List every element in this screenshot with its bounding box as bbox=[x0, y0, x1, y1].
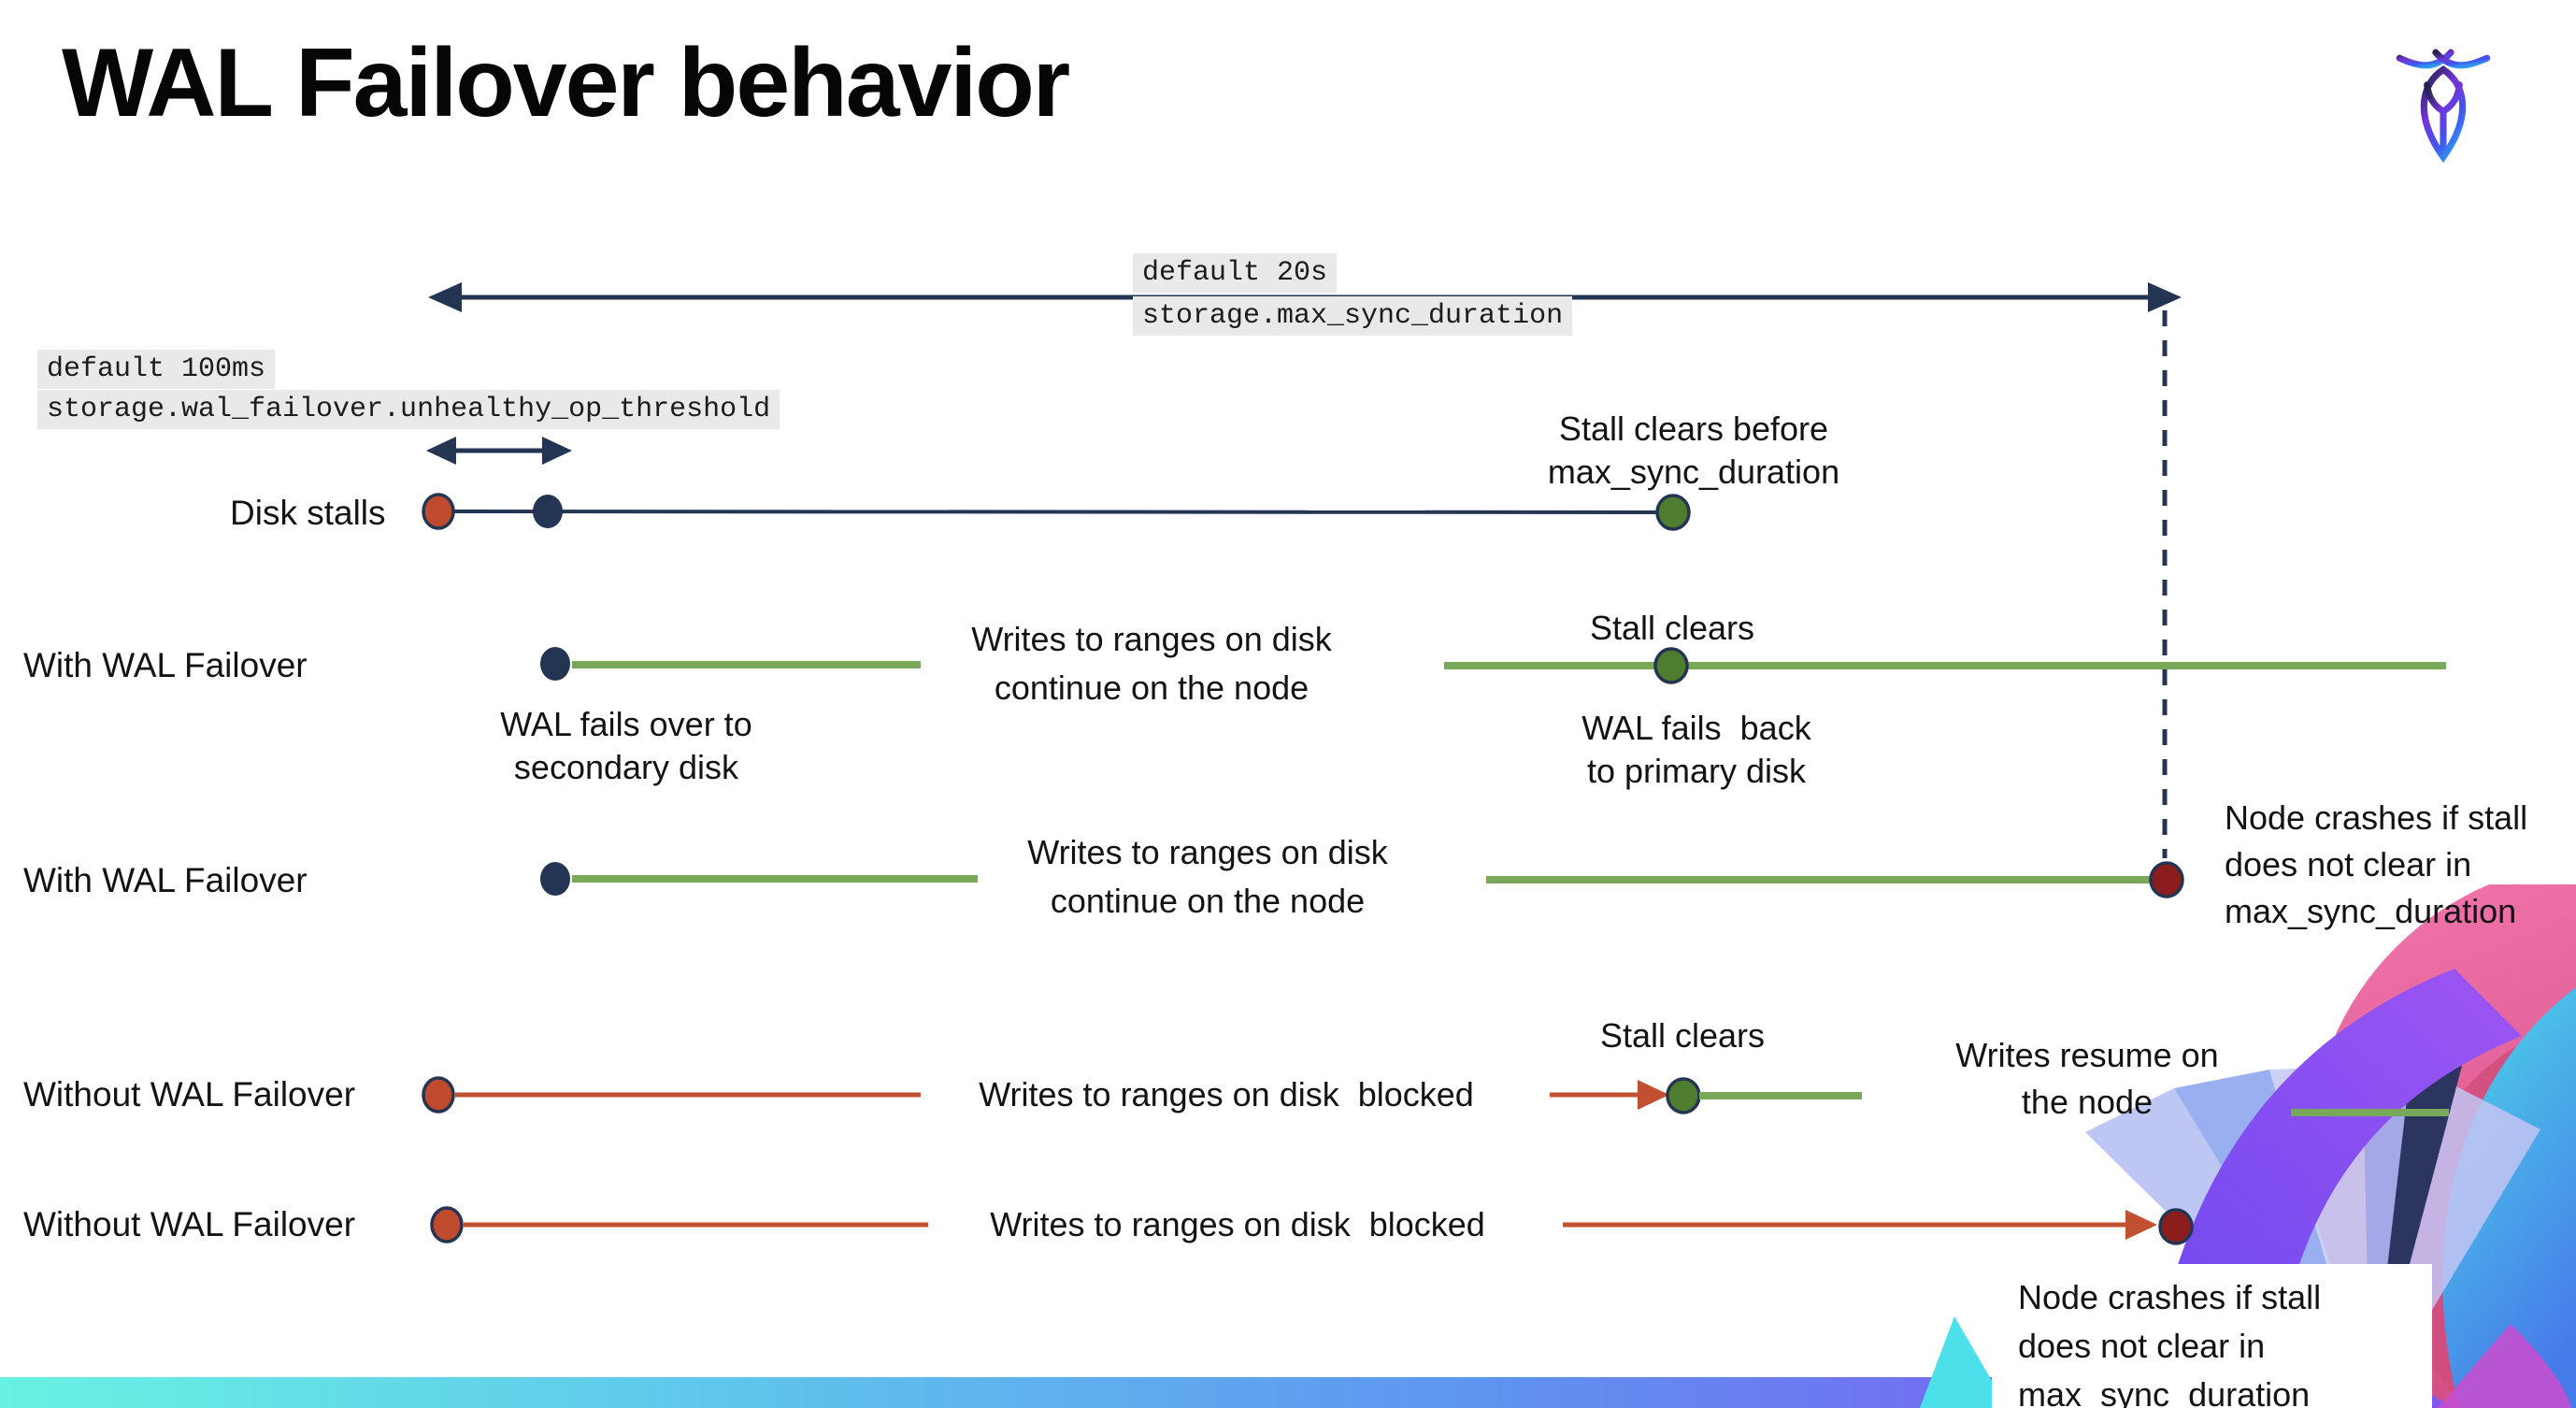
timeline-without-wal-failover-clears bbox=[422, 1076, 2449, 1116]
stall-start-dot bbox=[422, 1076, 455, 1113]
stall-clears-dot bbox=[1653, 647, 1689, 684]
storage-unhealthy-op-threshold-label: storage.wal_failover.unhealthy_op_thresh… bbox=[37, 390, 780, 429]
node-crash-dot bbox=[2158, 1208, 2194, 1245]
timeline-with-wal-failover-crash bbox=[540, 861, 2184, 898]
teal-wing-shape bbox=[2442, 987, 2576, 1408]
arrowhead-right-icon bbox=[1638, 1080, 1669, 1110]
failover-dot bbox=[540, 647, 570, 681]
default-20s-label: default 20s bbox=[1133, 253, 1338, 293]
row-label-with-wal-failover-2: With WAL Failover bbox=[23, 861, 308, 899]
unhealthy-op-threshold-arrow bbox=[426, 437, 572, 465]
arrowhead-right-icon bbox=[2125, 1210, 2157, 1240]
arrowhead-right-icon bbox=[2148, 282, 2182, 312]
wal-fails-back-label: WAL fails back to primary disk bbox=[1581, 709, 1811, 790]
row-label-with-wal-failover-1: With WAL Failover bbox=[23, 646, 308, 684]
failover-threshold-dot bbox=[533, 495, 563, 528]
cockroach-mark bbox=[2396, 49, 2491, 163]
teal-spike-shape bbox=[1920, 1316, 2008, 1408]
magenta-sliver-shape bbox=[2438, 1324, 2571, 1408]
timeline-disk-stalls bbox=[422, 493, 1691, 531]
arrowhead-right-icon bbox=[542, 437, 572, 465]
timeline-without-wal-failover-crash bbox=[430, 1206, 2194, 1245]
row-label-disk-stalls: Disk stalls bbox=[230, 494, 386, 532]
slide-title: WAL Failover behavior bbox=[62, 29, 1070, 137]
row-label-without-wal-failover-1: Without WAL Failover bbox=[23, 1075, 356, 1113]
stall-start-dot bbox=[422, 493, 455, 530]
writes-continue-label-1: Writes to ranges on disk continue on the… bbox=[971, 620, 1332, 707]
arrowhead-left-icon bbox=[426, 437, 456, 465]
node-crash-dot bbox=[2149, 861, 2184, 898]
default-100ms-label: default 100ms bbox=[37, 350, 276, 389]
stall-start-dot bbox=[430, 1206, 464, 1243]
crash-callout-box: Node crashes if stall does not clear in … bbox=[1992, 1264, 2432, 1408]
row-label-without-wal-failover-2: Without WAL Failover bbox=[23, 1205, 356, 1243]
writes-blocked-label-1: Writes to ranges on disk blocked bbox=[979, 1075, 1474, 1113]
stall-clears-dot bbox=[1655, 494, 1691, 531]
stall-clears-dot bbox=[1666, 1077, 1701, 1114]
stall-clears-label-with: Stall clears bbox=[1589, 609, 1755, 647]
stall-clears-label-without: Stall clears bbox=[1599, 1016, 1766, 1055]
timeline-with-wal-failover-clears bbox=[540, 647, 2446, 684]
cockroachdb-logo-icon bbox=[2396, 49, 2491, 163]
node-crashes-with-label: Node crashes if stall does not clear in … bbox=[2225, 798, 2528, 930]
failover-dot bbox=[540, 862, 570, 896]
writes-continue-label-2: Writes to ranges on disk continue on the… bbox=[1027, 833, 1388, 920]
storage-max-sync-duration-label: storage.max_sync_duration bbox=[1133, 296, 1573, 336]
arrowhead-left-icon bbox=[428, 282, 462, 312]
stall-clears-before-label: Stall clears before max_sync_duration bbox=[1547, 409, 1840, 491]
wal-fails-over-label: WAL fails over to secondary disk bbox=[500, 705, 752, 786]
writes-resume-label: Writes resume on the node bbox=[1955, 1036, 2219, 1121]
writes-blocked-label-2: Writes to ranges on disk blocked bbox=[990, 1205, 1485, 1243]
node-crashes-without-label: Node crashes if stall does not clear in … bbox=[2018, 1278, 2322, 1408]
